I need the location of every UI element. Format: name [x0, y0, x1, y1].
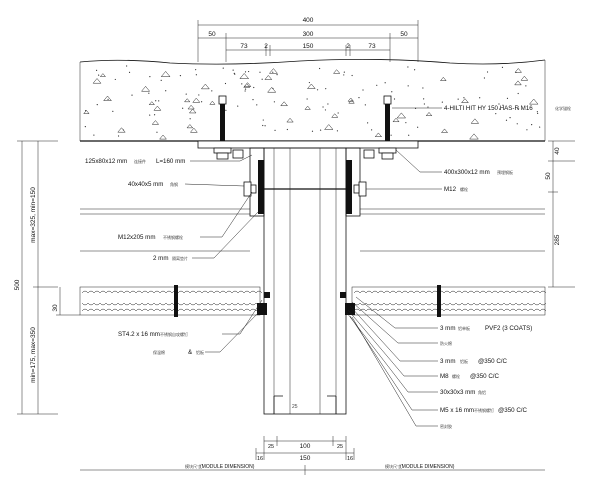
svg-text:预埋钢板: 预埋钢板 [497, 169, 513, 175]
dim-center: 300 [303, 31, 314, 38]
transom-lines [80, 208, 545, 252]
left-dimension-chain: 500 max=325, min=150 min=175, max=350 30 [14, 140, 80, 415]
svg-text:防火棉: 防火棉 [440, 340, 452, 346]
label-screw-st42: ST4.2 x 16 mm [118, 331, 160, 338]
right-dimension-chain: 40 50 285 [545, 140, 575, 288]
label-bolt-m8: M8 [440, 373, 449, 380]
dim-bottom-16-left: 16 [257, 456, 263, 462]
dim-bottom-100: 100 [300, 443, 311, 450]
svg-text:化学锚栓: 化学锚栓 [555, 105, 571, 111]
svg-text:隔离垫片: 隔离垫片 [172, 255, 188, 261]
label-note-and: & [188, 349, 193, 356]
label-bolt-m8-spacing: @350 C/C [470, 373, 500, 380]
module-dimension-right: (MODULE DIMENSION) [400, 464, 455, 470]
label-angle-30: 30x30x3 mm [440, 389, 475, 396]
bottom-dimension-chain: 25 100 25 16 150 16 模块尺寸 (MODULE DIMENSI… [80, 436, 545, 475]
svg-text:模块尺寸: 模块尺寸 [385, 463, 401, 469]
side-brackets [243, 147, 367, 217]
dim-right-285: 285 [554, 234, 561, 245]
dim-seg-73-left: 73 [240, 43, 248, 50]
dim-seg-73-right: 73 [368, 43, 376, 50]
svg-text:角钢: 角钢 [170, 181, 178, 187]
concrete-slab [79, 59, 546, 142]
label-sheet-2mm: 2 mm [153, 255, 168, 262]
dim-panel-30: 30 [52, 304, 59, 312]
mullion-box-section: 25 [263, 147, 347, 415]
label-bolt-m12: M12 [444, 186, 457, 193]
dim-left-edge: 50 [208, 31, 216, 38]
insulated-panels [79, 285, 547, 317]
svg-text:角铝: 角铝 [478, 389, 486, 395]
svg-text:模块尺寸: 模块尺寸 [185, 463, 201, 469]
dim-bottom-25-right: 25 [337, 444, 343, 450]
label-plate-400: 400x300x12 mm [444, 169, 490, 176]
dim-right-40: 40 [554, 147, 561, 155]
label-screw-m5-spacing: @350 C/C [498, 407, 528, 414]
label-pvf2-coat: PVF2 (3 COATS) [485, 325, 532, 332]
right-annotations: 4-HILTI HIT HY 150 HAS-R M16 化学锚栓 400x30… [346, 105, 571, 429]
dim-right-50: 50 [545, 172, 552, 180]
svg-text:螺栓: 螺栓 [452, 373, 460, 379]
svg-text:铝单板: 铝单板 [458, 325, 470, 331]
dim-seg-2-left: 2 [264, 43, 268, 50]
label-plate-125: 125x80x12 mm [85, 158, 127, 165]
dim-right-edge: 50 [400, 31, 408, 38]
dim-upper-range: max=325, min=150 [30, 187, 37, 243]
dim-overall: 400 [303, 17, 314, 24]
embed-plate [197, 140, 419, 160]
label-screw-m5: M5 x 16 mm [440, 407, 474, 414]
left-annotations: 125x80x12 mm 连接件 L=160 mm 40x40x5 mm 角钢 … [85, 154, 263, 356]
dim-total-500: 500 [14, 279, 21, 290]
mullion-web-dim: 25 [292, 404, 298, 410]
label-sheet-3mm: 3 mm [440, 358, 455, 365]
concrete-aggregate-marks [83, 65, 541, 140]
dim-lower-range: min=175, max=350 [30, 327, 37, 383]
svg-text:不锈钢螺栓: 不锈钢螺栓 [163, 234, 183, 240]
dim-bottom-25-left: 25 [268, 444, 274, 450]
chemical-anchors [218, 95, 392, 144]
label-pvf2: 3 mm [440, 325, 455, 332]
label-anchor: 4-HILTI HIT HY 150 HAS-R M16 [444, 105, 533, 112]
insulation-waves [81, 290, 547, 312]
svg-text:连接件: 连接件 [134, 158, 146, 164]
dim-seg-2-right: 2 [346, 43, 350, 50]
svg-text:保温棉: 保温棉 [153, 349, 165, 355]
svg-text:不锈钢自攻螺钉: 不锈钢自攻螺钉 [160, 331, 188, 337]
module-dimension-left: (MODULE DIMENSION) [200, 464, 255, 470]
label-bolt-m12x205: M12x205 mm [118, 234, 155, 241]
svg-text:铝板: 铝板 [196, 349, 204, 355]
dim-seg-150: 150 [303, 43, 314, 50]
top-dimension-chain: 400 50 300 50 73 2 150 2 73 [197, 17, 419, 62]
dim-bottom-150: 150 [300, 455, 311, 462]
label-sheet-3mm-spacing: @350 C/C [478, 358, 508, 365]
label-angle-40: 40x40x5 mm [128, 181, 163, 188]
svg-text:螺栓: 螺栓 [460, 186, 468, 192]
svg-text:铝板: 铝板 [460, 358, 468, 364]
dim-bottom-16-right: 16 [347, 456, 353, 462]
svg-text:不锈钢螺钉: 不锈钢螺钉 [474, 407, 494, 413]
svg-text:密封胶: 密封胶 [440, 423, 452, 429]
label-plate-125-length: L=160 mm [156, 158, 185, 165]
